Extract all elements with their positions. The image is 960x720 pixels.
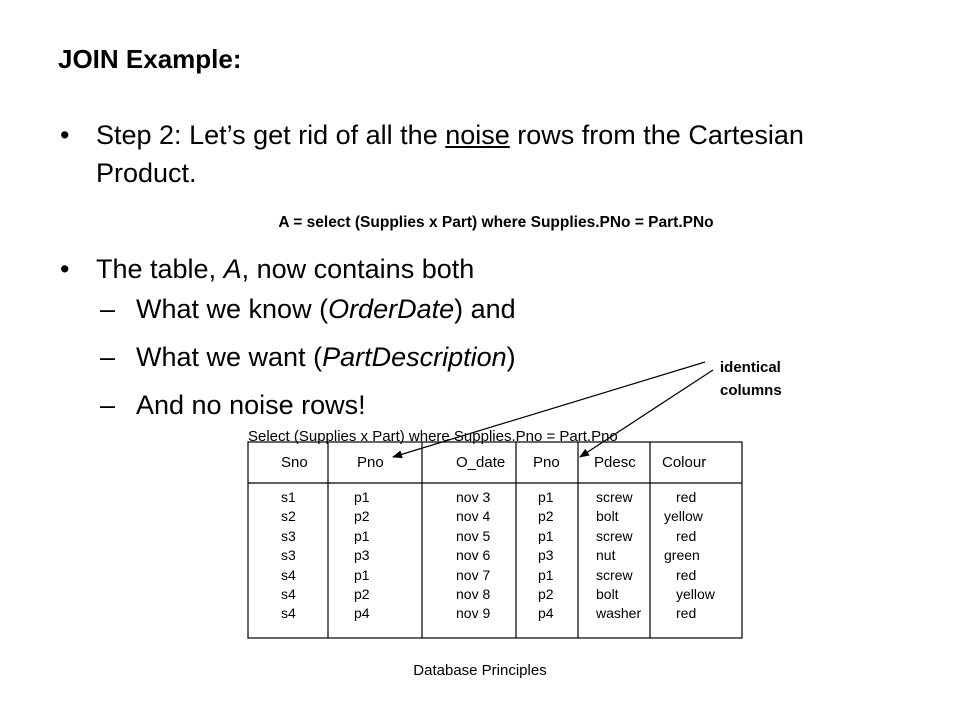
table-cell: s4: [281, 566, 296, 583]
table-cell: nov 8: [456, 586, 491, 602]
subitem-text: What we want (: [136, 342, 323, 372]
slide-title: JOIN Example:: [58, 44, 242, 74]
table-cell: p2: [354, 586, 370, 602]
table-cell: p1: [538, 566, 554, 583]
table-cell: p2: [538, 586, 554, 602]
bullet-step2-part1: Step 2: Let’s get rid of all the: [96, 120, 446, 150]
table-cell: green: [664, 547, 700, 564]
header-pno-supplies: Pno: [357, 454, 384, 471]
table-cell: p3: [538, 547, 554, 564]
table-cell: p2: [538, 508, 554, 525]
table-cell: p4: [538, 605, 554, 622]
table-cell: s2: [281, 508, 296, 525]
table-cell: nov 6: [456, 547, 491, 564]
identical-label-line1: identical: [720, 359, 781, 376]
table-cell: p1: [538, 527, 554, 544]
header-pno-part: Pno: [533, 454, 560, 471]
table-cell: p1: [354, 566, 370, 583]
table-border: [247, 441, 743, 639]
table-cell: red: [676, 605, 697, 622]
underlined-noise: noise: [445, 120, 510, 150]
table-cell: yellow: [664, 508, 703, 525]
table-cell: s1: [281, 489, 296, 505]
table-cell: bolt: [596, 508, 619, 525]
table-cell: p4: [354, 605, 370, 622]
subitem-text: What we know (: [136, 294, 329, 324]
bullet-dot: •: [60, 254, 70, 284]
bullet-table-a-text: The table, A, now contains both: [96, 250, 474, 288]
italic-a: A: [223, 254, 242, 284]
table-cell: screw: [596, 527, 633, 544]
table-cell: nov 7: [456, 566, 491, 583]
dash-marker: –: [100, 342, 116, 372]
subitem-text: And no noise rows!: [136, 390, 366, 420]
subitem-italic: PartDescription: [322, 342, 507, 372]
bullet-dot: •: [60, 120, 70, 150]
header-o-date: O_date: [456, 454, 506, 471]
bullet-table-a-part1: The table,: [96, 254, 224, 284]
bullet-step2-part2: rows from the Cartesian Product.: [96, 120, 804, 188]
table-cell: s4: [281, 586, 296, 602]
table-cell: red: [676, 489, 697, 505]
identical-columns-label: identical columns: [720, 356, 782, 402]
header-pdesc: Pdesc: [594, 454, 636, 471]
table-cell: p1: [354, 527, 370, 544]
header-colour: Colour: [662, 454, 707, 471]
dash-marker: –: [100, 294, 116, 324]
arrow-to-supplies-pno: [392, 361, 706, 459]
table-cell: nov 3: [456, 489, 491, 505]
table-cell: screw: [596, 566, 633, 583]
table-cell: yellow: [676, 586, 715, 602]
table-cell: nov 9: [456, 605, 491, 622]
identical-label-line2: columns: [720, 382, 782, 399]
footer-text: Database Principles: [413, 662, 547, 679]
table-cell: p1: [538, 489, 554, 505]
subitem-text: ): [506, 342, 516, 372]
table-cell: p2: [354, 508, 370, 525]
dash-marker: –: [100, 390, 116, 420]
subitem-italic: OrderDate: [328, 294, 455, 324]
table-cell: s3: [281, 527, 296, 544]
table-cell: nov 5: [456, 527, 491, 544]
table-cell: screw: [596, 489, 633, 505]
table-cell: red: [676, 527, 697, 544]
bullet-step2-text: Step 2: Let’s get rid of all the noise r…: [96, 116, 816, 192]
table-cell: s3: [281, 547, 296, 564]
table-cell: nut: [596, 547, 616, 564]
table-cell: nov 4: [456, 508, 491, 525]
header-sno: Sno: [281, 454, 308, 471]
table-cell: p1: [354, 489, 370, 505]
bullet-table-a-part2: , now contains both: [241, 254, 475, 284]
table-cell: p3: [354, 547, 370, 564]
arrow-to-part-pno: [579, 369, 714, 458]
table-cell: washer: [596, 605, 642, 622]
table-cell: bolt: [596, 586, 619, 602]
table-cell: red: [676, 566, 697, 583]
table-caption: Select (Supplies x Part) where Supplies.…: [248, 428, 618, 445]
subitem-text: ) and: [454, 294, 516, 324]
table-cell: s4: [281, 605, 296, 622]
formula-text: A = select (Supplies x Part) where Suppl…: [278, 214, 714, 231]
